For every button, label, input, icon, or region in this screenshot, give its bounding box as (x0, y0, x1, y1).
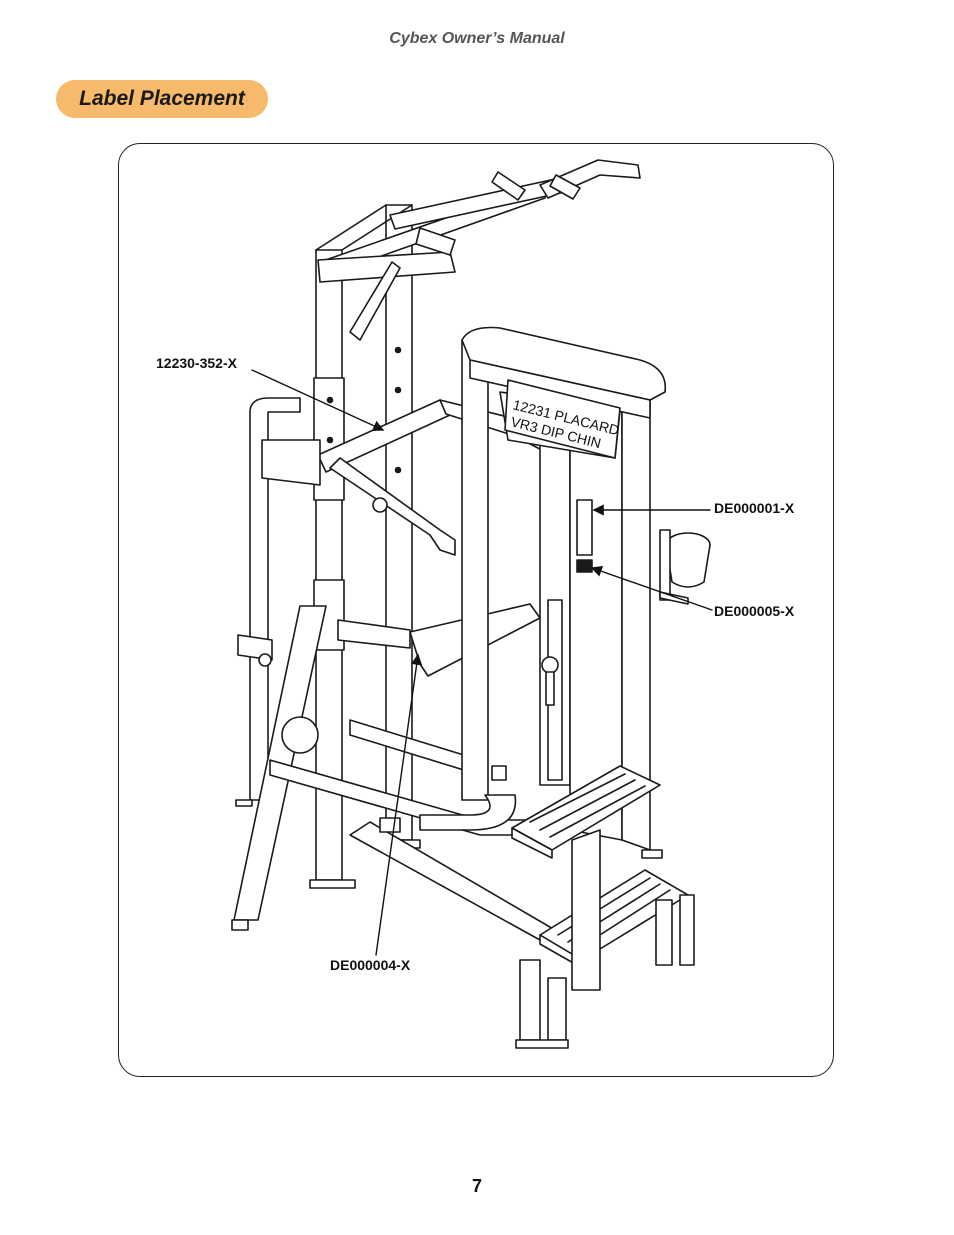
callout-leaders (251, 369, 713, 956)
left-side-frame (231, 397, 327, 931)
chinup-bars (317, 159, 641, 341)
page-number: 7 (471, 1176, 482, 1196)
callout-de000004-x: DE000004-X (330, 957, 411, 973)
callout-de000005-x: DE000005-X (714, 603, 795, 619)
callout-12230-352-x: 12230-352-X (156, 355, 237, 371)
cup-holder (659, 529, 711, 605)
section-title: Label Placement (56, 80, 268, 118)
callout-de000001-x: DE000001-X (714, 500, 795, 516)
foot-steps (511, 765, 695, 1049)
leader-handle-decal (375, 653, 423, 956)
section-title-text: Label Placement (79, 87, 245, 110)
figure-frame (118, 143, 834, 1077)
leader-lower-decal (590, 565, 713, 611)
running-header: Cybex Owner’s Manual (389, 30, 565, 47)
leader-placard-label (251, 369, 385, 432)
